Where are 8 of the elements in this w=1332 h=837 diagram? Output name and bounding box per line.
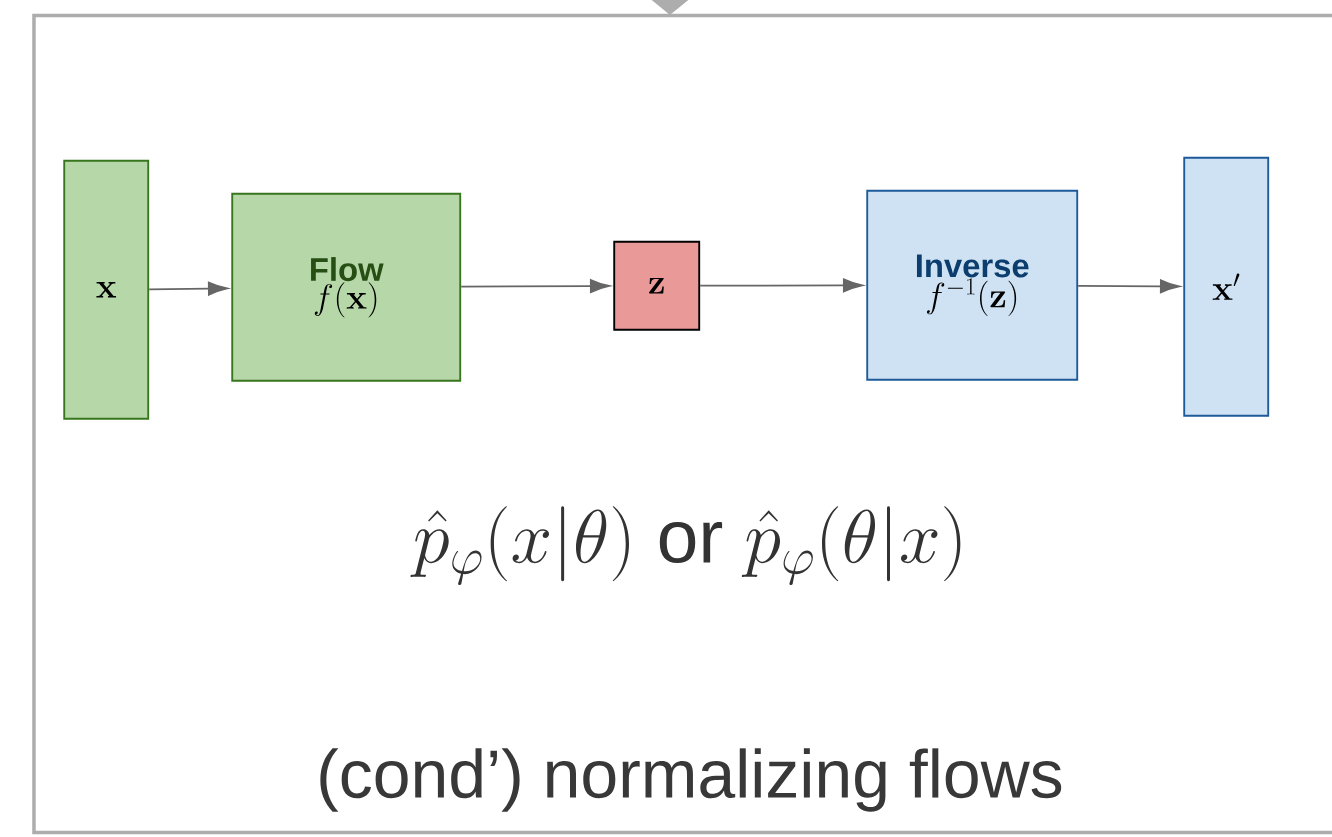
latent-box: $\mathbf{z}$	[613, 240, 701, 331]
input-bar: $\mathbf{x}$	[63, 159, 150, 420]
formula: $\hat{p}_{\varphi}(x|\theta)\text{ or }\hat{p}_{\varphi}(\theta|x)$	[410, 506, 961, 585]
inverse-box: Inverse $f^{-1}(\mathbf{z})$	[866, 189, 1079, 381]
arrow	[460, 279, 610, 293]
output-bar: $\mathbf{x}'$	[1183, 156, 1270, 417]
flow-box: Flow $f(\mathbf{x})$	[231, 192, 462, 382]
frame-label: (cond’) normalizing flows	[320, 748, 1062, 812]
